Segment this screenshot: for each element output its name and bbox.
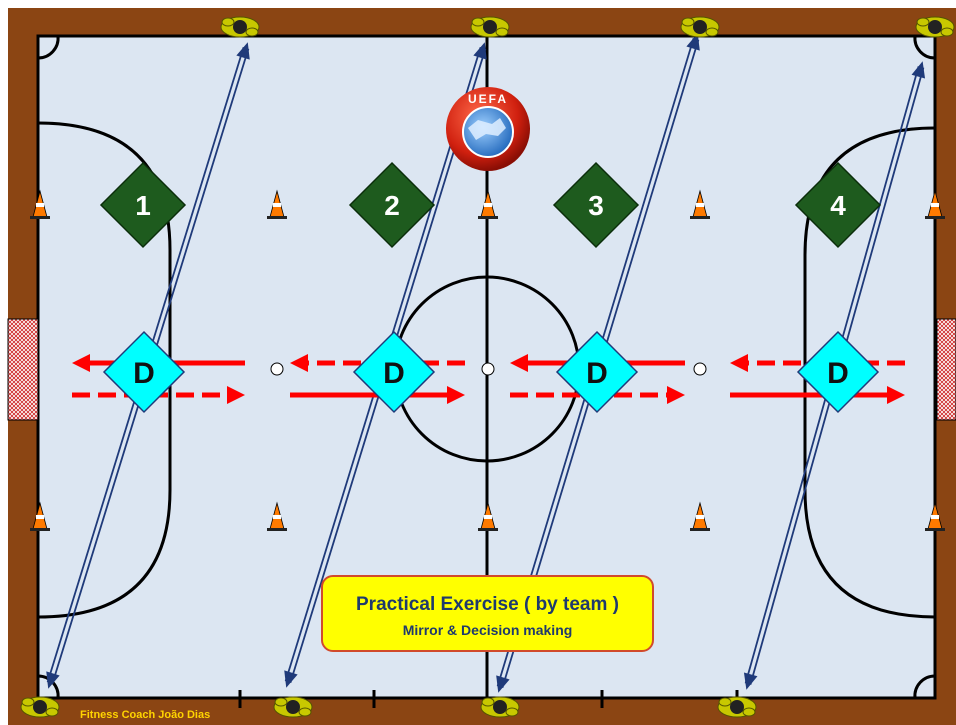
left-goal — [7, 318, 39, 421]
player-icon — [220, 16, 260, 38]
defender-label: D — [586, 357, 608, 390]
cone-icon — [925, 501, 945, 531]
station-marker-3: 3 — [552, 161, 640, 249]
station-number: 4 — [830, 190, 846, 221]
cone-icon — [690, 501, 710, 531]
center-spot — [481, 362, 495, 376]
player-icon — [915, 16, 955, 38]
defender-marker: D — [796, 330, 880, 414]
station-marker-1: 1 — [99, 161, 187, 249]
defender-label: D — [383, 357, 405, 390]
player-icon — [20, 696, 60, 718]
station-number: 3 — [588, 190, 604, 221]
uefa-logo: UEFA — [446, 87, 530, 171]
exercise-subtitle: Mirror & Decision making — [402, 622, 573, 638]
right-goal — [936, 318, 956, 421]
defender-marker: D — [352, 330, 436, 414]
shuffle-arrow — [730, 386, 905, 404]
cone-icon — [478, 189, 498, 219]
station-marker-2: 2 — [348, 161, 436, 249]
player-icon — [273, 696, 313, 718]
cone-icon — [30, 501, 50, 531]
exercise-title: Practical Exercise ( by team ) — [356, 594, 619, 615]
exercise-info-box: Practical Exercise ( by team ) Mirror & … — [321, 575, 654, 652]
corner-arc-tl — [37, 35, 60, 60]
shuffle-arrow — [290, 386, 465, 404]
station-number: 2 — [384, 190, 400, 221]
defender-label: D — [133, 357, 155, 390]
defender-label: D — [827, 357, 849, 390]
player-icon — [717, 696, 757, 718]
cone-icon — [267, 501, 287, 531]
defender-marker: D — [102, 330, 186, 414]
corner-arc-br — [913, 674, 936, 699]
defender-marker: D — [555, 330, 639, 414]
player-icon — [470, 16, 510, 38]
marker-spot — [693, 362, 707, 376]
station-number: 1 — [135, 190, 151, 221]
corner-arc-tr — [913, 35, 936, 60]
cone-icon — [267, 189, 287, 219]
player-icon — [680, 16, 720, 38]
player-icon — [480, 696, 520, 718]
coach-credit: Fitness Coach João Dias — [80, 709, 211, 721]
cone-icon — [925, 189, 945, 219]
cone-icon — [690, 189, 710, 219]
cone-icon — [478, 501, 498, 531]
station-marker-4: 4 — [794, 161, 882, 249]
cone-icon — [30, 189, 50, 219]
uefa-logo-text: UEFA — [468, 92, 508, 106]
marker-spot — [270, 362, 284, 376]
